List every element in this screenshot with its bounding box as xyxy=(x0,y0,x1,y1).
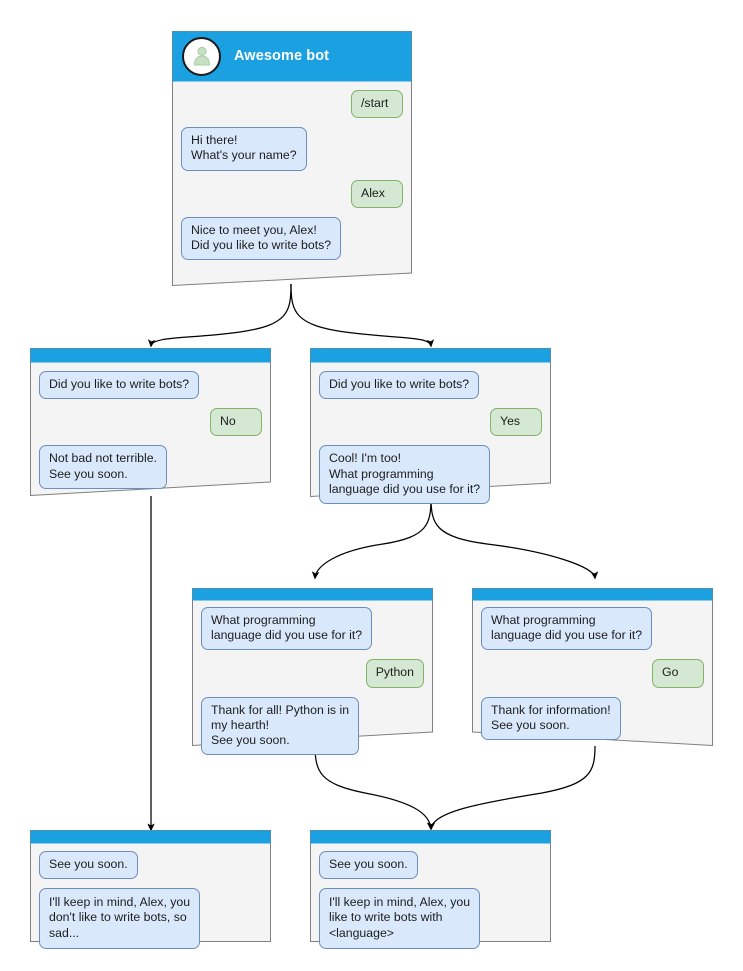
connector-start-to-yes xyxy=(290,283,435,348)
message-row: Did you like to write bots? xyxy=(39,371,262,400)
bot-message-bubble[interactable]: Thank for information! See you soon. xyxy=(481,696,621,741)
panel-answer-no[interactable]: Did you like to write bots? No Not bad n… xyxy=(30,348,271,496)
bot-message-bubble[interactable]: Did you like to write bots? xyxy=(319,371,480,400)
bot-message-bubble[interactable]: I'll keep in mind, Alex, you don't like … xyxy=(39,888,201,949)
panel-language-python[interactable]: What programming language did you use fo… xyxy=(192,588,433,756)
message-row: Thank for all! Python is in my hearth! S… xyxy=(201,696,424,756)
panel-answer-yes-messages: Did you like to write bots? Yes Cool! I'… xyxy=(310,362,551,513)
user-message-bubble[interactable]: No xyxy=(210,408,262,437)
panel-end-no-messages: See you soon. I'll keep in mind, Alex, y… xyxy=(30,842,271,958)
message-row: Did you like to write bots? xyxy=(319,371,542,400)
message-row: Alex xyxy=(181,179,403,208)
bot-message-bubble[interactable]: Hi there! What's your name? xyxy=(181,127,307,171)
panel-language-go-messages: What programming language did you use fo… xyxy=(472,598,713,749)
user-message-bubble[interactable]: Alex xyxy=(351,179,403,208)
bot-message-bubble[interactable]: I'll keep in mind, Alex, you like to wri… xyxy=(319,888,481,949)
panel-end-yes[interactable]: See you soon. I'll keep in mind, Alex, y… xyxy=(310,830,551,949)
panel-start[interactable]: Awesome bot /start Hi there! What's your… xyxy=(172,31,412,286)
panel-language-python-messages: What programming language did you use fo… xyxy=(192,598,433,764)
connector-start-to-no xyxy=(147,283,292,348)
bot-message-bubble[interactable]: Nice to meet you, Alex! Did you like to … xyxy=(181,216,342,261)
message-row: I'll keep in mind, Alex, you don't like … xyxy=(39,888,262,949)
bot-name-label: Awesome bot xyxy=(234,48,330,64)
bot-message-bubble[interactable]: See you soon. xyxy=(39,851,138,880)
message-row: Nice to meet you, Alex! Did you like to … xyxy=(181,216,403,261)
message-row: What programming language did you use fo… xyxy=(481,607,704,651)
message-row: I'll keep in mind, Alex, you like to wri… xyxy=(319,888,542,949)
user-message-bubble[interactable]: Go xyxy=(652,659,704,688)
panel-end-no[interactable]: See you soon. I'll keep in mind, Alex, y… xyxy=(30,830,271,949)
user-message-bubble[interactable]: /start xyxy=(351,90,403,119)
bot-message-bubble[interactable]: See you soon. xyxy=(319,851,418,880)
bot-message-bubble[interactable]: What programming language did you use fo… xyxy=(481,607,653,651)
bot-message-bubble[interactable]: Not bad not terrible. See you soon. xyxy=(39,445,168,489)
panel-start-titlebar: Awesome bot xyxy=(172,31,412,81)
message-row: Not bad not terrible. See you soon. xyxy=(39,445,262,489)
message-row: See you soon. xyxy=(39,851,262,880)
message-row: See you soon. xyxy=(319,851,542,880)
panel-end-yes-messages: See you soon. I'll keep in mind, Alex, y… xyxy=(310,842,551,958)
person-avatar-icon xyxy=(182,36,221,76)
panel-language-go[interactable]: What programming language did you use fo… xyxy=(472,588,713,746)
panel-answer-no-messages: Did you like to write bots? No Not bad n… xyxy=(30,362,271,498)
bot-message-bubble[interactable]: Thank for all! Python is in my hearth! S… xyxy=(201,696,360,756)
panel-start-messages: /start Hi there! What's your name? Alex … xyxy=(172,81,412,269)
panel-answer-yes[interactable]: Did you like to write bots? Yes Cool! I'… xyxy=(310,348,551,505)
message-row: Yes xyxy=(319,408,542,437)
bot-message-bubble[interactable]: What programming language did you use fo… xyxy=(201,607,373,651)
message-row: What programming language did you use fo… xyxy=(201,607,424,651)
message-row: Python xyxy=(201,659,424,688)
message-row: No xyxy=(39,408,262,437)
user-message-bubble[interactable]: Yes xyxy=(490,408,542,437)
message-row: Thank for information! See you soon. xyxy=(481,696,704,741)
connector-go-to-end xyxy=(427,745,596,831)
message-row: Cool! I'm too! What programming language… xyxy=(319,445,542,505)
message-row: /start xyxy=(181,90,403,119)
message-row: Hi there! What's your name? xyxy=(181,127,403,171)
bot-message-bubble[interactable]: Cool! I'm too! What programming language… xyxy=(319,445,491,505)
user-message-bubble[interactable]: Python xyxy=(365,659,424,688)
bot-message-bubble[interactable]: Did you like to write bots? xyxy=(39,371,200,400)
message-row: Go xyxy=(481,659,704,688)
